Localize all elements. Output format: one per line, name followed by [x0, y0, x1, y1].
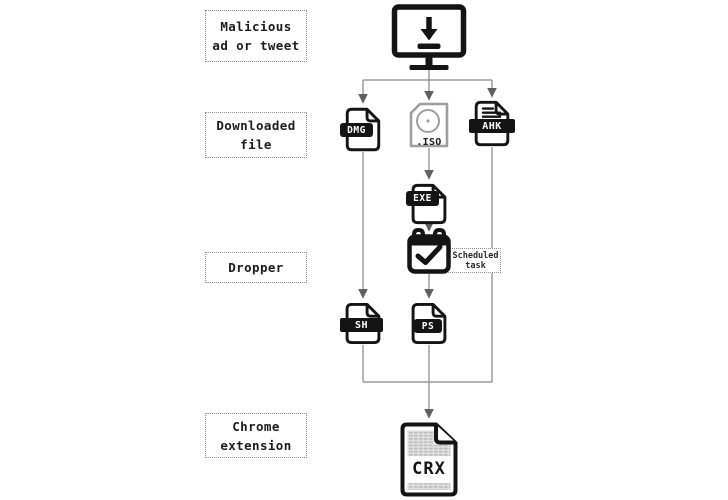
- download-bar: [417, 43, 441, 49]
- connector-group: [358, 70, 497, 419]
- ps-label: PS: [414, 319, 442, 333]
- stage-label-text: Chrome extension: [220, 418, 292, 453]
- download-arrow-head: [420, 29, 438, 41]
- exe-file-icon: EXE: [406, 183, 449, 229]
- file-fold: [431, 304, 445, 318]
- crx-file-icon: CRX: [399, 422, 459, 500]
- ahk-file-icon: AHK: [469, 100, 515, 151]
- stage-label-downloaded-file: Downloaded file: [205, 112, 307, 158]
- exe-label: EXE: [406, 191, 439, 206]
- iso-file-graphic: [409, 102, 449, 148]
- calendar-graphic: [407, 227, 451, 274]
- stage-label-chrome-extension: Chrome extension: [205, 413, 307, 458]
- dmg-label: DMG: [340, 123, 373, 137]
- computer-download-icon: [390, 4, 468, 74]
- scheduled-task-calendar-icon: [407, 226, 451, 278]
- top-branch-line: [363, 70, 492, 81]
- file-fold: [365, 109, 379, 123]
- stage-label-text: Malicious ad or tweet: [212, 19, 300, 53]
- dmg-file-icon: DMG: [340, 107, 383, 156]
- scheduled-task-label: Scheduled task: [452, 250, 499, 271]
- crx-file-graphic: [400, 422, 458, 497]
- iso-label: .ISO: [416, 137, 442, 148]
- checkmark-icon: [415, 244, 443, 265]
- iso-disc-dot: [426, 119, 430, 123]
- content-block-right: [434, 444, 451, 456]
- stage-label-dropper: Dropper: [205, 252, 307, 283]
- stage-label-text: Dropper: [228, 260, 284, 275]
- stage-label-text: Downloaded file: [216, 118, 296, 152]
- monitor-base: [409, 65, 449, 70]
- ahk-label: AHK: [469, 119, 515, 133]
- file-fold: [365, 304, 379, 318]
- iso-disc-ring: [416, 109, 440, 133]
- calendar-ring-left: [412, 227, 425, 242]
- ps-file-icon: PS: [409, 302, 449, 349]
- content-block-top: [407, 430, 434, 456]
- calendar-header: [411, 238, 447, 246]
- calendar-ring-right: [433, 227, 446, 242]
- monitor-stand: [425, 55, 433, 65]
- monitor-graphic: [391, 4, 467, 70]
- sh-file-icon: SH: [340, 302, 383, 349]
- stage-label-malicious-ad: Malicious ad or tweet: [205, 10, 307, 62]
- iso-file-icon: .ISO: [407, 102, 451, 152]
- document-text-lines: [481, 107, 502, 118]
- content-block-bottom: [407, 483, 451, 490]
- sh-label: SH: [340, 318, 383, 332]
- scheduled-task-note: Scheduled task: [441, 248, 501, 273]
- file-fold: [434, 424, 456, 445]
- crx-label: CRX: [412, 459, 446, 479]
